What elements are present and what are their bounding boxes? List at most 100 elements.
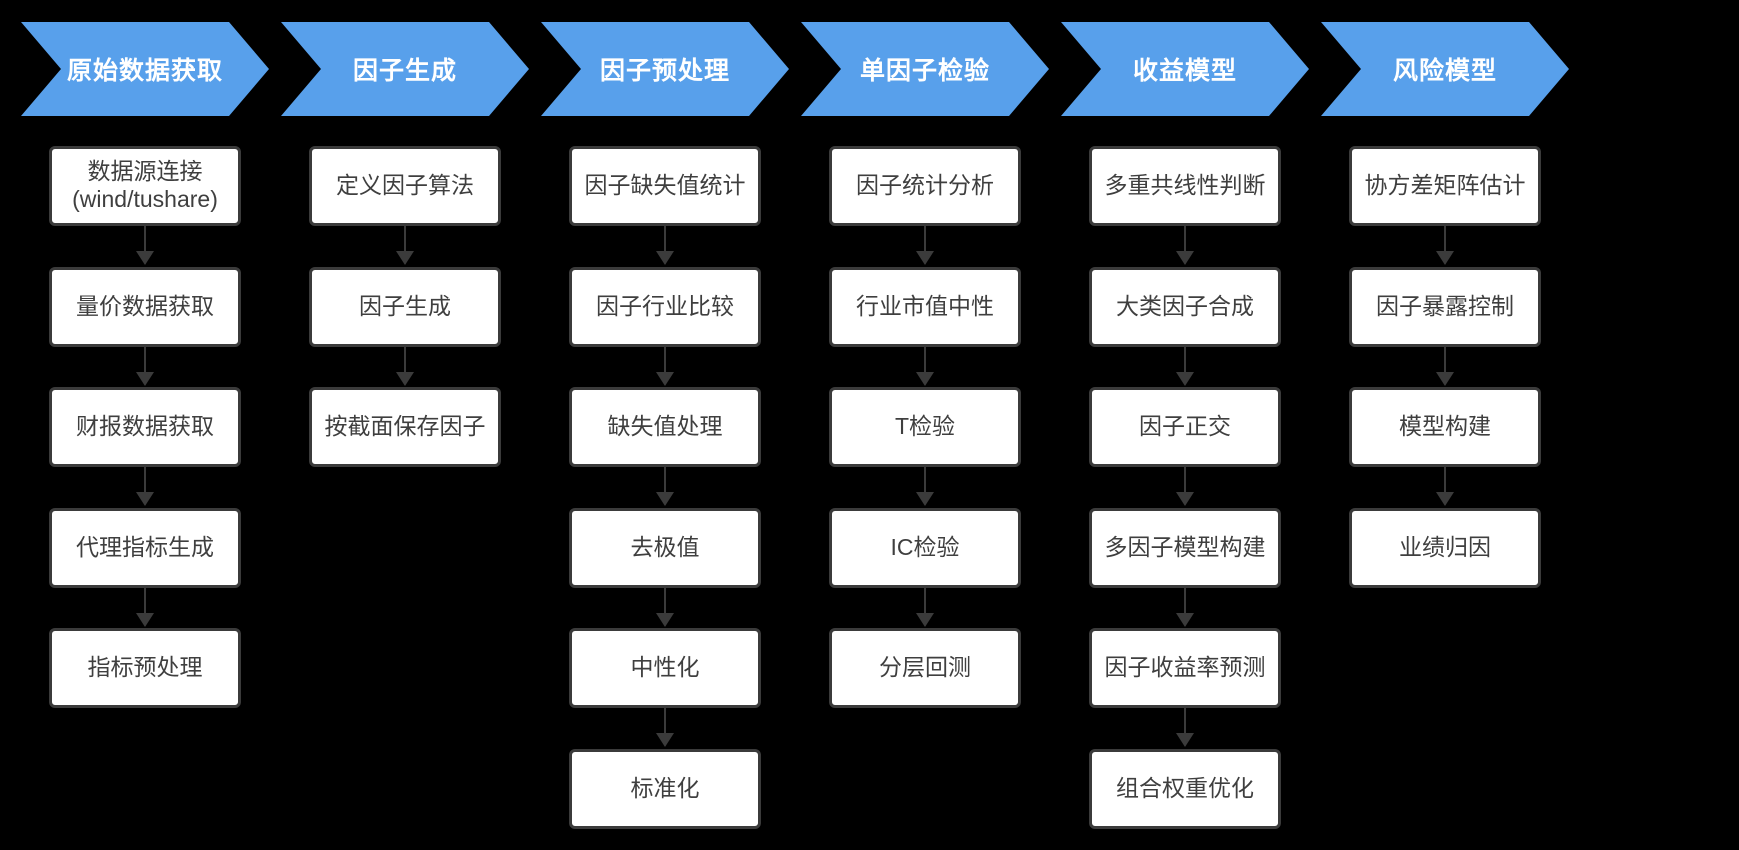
arrow-shaft xyxy=(1184,586,1186,614)
arrow-shaft xyxy=(1444,345,1446,373)
arrow-head-icon xyxy=(916,612,934,627)
arrow-head-icon xyxy=(136,612,154,627)
flow-arrow-down xyxy=(655,466,675,507)
arrow-head-icon xyxy=(136,492,154,506)
step-box: 按截面保存因子 xyxy=(309,387,501,467)
step-box: 缺失值处理 xyxy=(569,387,761,467)
arrow-shaft xyxy=(1184,707,1186,734)
arrow-head-icon xyxy=(1176,371,1194,386)
flow-arrow-down xyxy=(915,345,935,387)
arrow-head-icon xyxy=(656,612,674,627)
arrow-head-icon xyxy=(136,251,154,265)
flow-arrow-down xyxy=(135,345,155,387)
arrow-shaft xyxy=(924,225,926,252)
arrow-head-icon xyxy=(916,251,934,265)
flow-arrow-down xyxy=(1175,225,1195,266)
flow-arrow-down xyxy=(655,225,675,266)
step-box: 行业市值中性 xyxy=(829,266,1021,347)
step-box: 分层回测 xyxy=(829,628,1021,708)
arrow-shaft xyxy=(664,466,666,493)
arrow-shaft xyxy=(144,466,146,493)
arrow-head-icon xyxy=(1176,492,1194,506)
flow-arrow-down xyxy=(655,707,675,748)
stage-header-4: 单因子检验 xyxy=(801,22,1049,116)
flow-arrow-down xyxy=(395,345,415,387)
step-box: 财报数据获取 xyxy=(49,387,241,467)
arrow-shaft xyxy=(924,466,926,493)
flow-arrow-down xyxy=(655,586,675,628)
arrow-shaft xyxy=(664,586,666,614)
arrow-head-icon xyxy=(396,371,414,386)
step-box: 因子统计分析 xyxy=(829,146,1021,226)
arrow-shaft xyxy=(1444,466,1446,493)
arrow-shaft xyxy=(924,586,926,614)
flow-arrow-down xyxy=(1175,707,1195,748)
step-box: 去极值 xyxy=(569,507,761,588)
arrow-shaft xyxy=(664,345,666,373)
arrow-head-icon xyxy=(1176,612,1194,627)
flow-arrow-down xyxy=(395,225,415,266)
arrow-head-icon xyxy=(656,733,674,747)
step-box: 因子缺失值统计 xyxy=(569,146,761,226)
arrow-head-icon xyxy=(1436,251,1454,265)
step-box: 量价数据获取 xyxy=(49,266,241,347)
step-box: T检验 xyxy=(829,387,1021,467)
flow-arrow-down xyxy=(1175,586,1195,628)
stage-header-6: 风险模型 xyxy=(1321,22,1569,116)
arrow-head-icon xyxy=(656,251,674,265)
step-box: 多因子模型构建 xyxy=(1089,507,1281,588)
stage-header-3: 因子预处理 xyxy=(541,22,789,116)
flow-arrow-down xyxy=(1175,466,1195,507)
arrow-head-icon xyxy=(916,371,934,386)
arrow-head-icon xyxy=(916,492,934,506)
arrow-shaft xyxy=(664,225,666,252)
step-box: 组合权重优化 xyxy=(1089,748,1281,829)
arrow-shaft xyxy=(664,707,666,734)
step-box: 模型构建 xyxy=(1349,387,1541,467)
step-box: 指标预处理 xyxy=(49,628,241,708)
arrow-head-icon xyxy=(1176,733,1194,747)
step-box: 多重共线性判断 xyxy=(1089,146,1281,226)
step-box: 业绩归因 xyxy=(1349,507,1541,588)
arrow-shaft xyxy=(404,345,406,373)
stage-header-1: 原始数据获取 xyxy=(21,22,269,116)
step-box: 代理指标生成 xyxy=(49,507,241,588)
arrow-head-icon xyxy=(656,492,674,506)
flow-arrow-down xyxy=(135,586,155,628)
flow-arrow-down xyxy=(655,345,675,387)
flow-arrow-down xyxy=(1435,345,1455,387)
step-box: 因子生成 xyxy=(309,266,501,347)
arrow-shaft xyxy=(404,225,406,252)
step-box: 因子收益率预测 xyxy=(1089,628,1281,708)
arrow-shaft xyxy=(924,345,926,373)
step-box: 因子暴露控制 xyxy=(1349,266,1541,347)
arrow-head-icon xyxy=(1176,251,1194,265)
step-box: 定义因子算法 xyxy=(309,146,501,226)
flow-arrow-down xyxy=(915,225,935,266)
step-box: 协方差矩阵估计 xyxy=(1349,146,1541,226)
arrow-shaft xyxy=(1184,225,1186,252)
arrow-shaft xyxy=(1184,466,1186,493)
step-box: 因子正交 xyxy=(1089,387,1281,467)
flow-arrow-down xyxy=(135,225,155,266)
arrow-shaft xyxy=(144,225,146,252)
arrow-shaft xyxy=(144,345,146,373)
arrow-head-icon xyxy=(1436,371,1454,386)
flow-arrow-down xyxy=(1435,225,1455,266)
arrow-head-icon xyxy=(396,251,414,265)
step-box: 因子行业比较 xyxy=(569,266,761,347)
step-box: 数据源连接 (wind/tushare) xyxy=(49,146,241,226)
flow-arrow-down xyxy=(915,466,935,507)
stage-header-5: 收益模型 xyxy=(1061,22,1309,116)
arrow-head-icon xyxy=(1436,492,1454,506)
arrow-shaft xyxy=(1184,345,1186,373)
arrow-shaft xyxy=(144,586,146,614)
arrow-head-icon xyxy=(656,371,674,386)
flow-arrow-down xyxy=(1435,466,1455,507)
step-box: 中性化 xyxy=(569,628,761,708)
flow-arrow-down xyxy=(915,586,935,628)
step-box: 标准化 xyxy=(569,748,761,829)
arrow-head-icon xyxy=(136,371,154,386)
stage-header-2: 因子生成 xyxy=(281,22,529,116)
